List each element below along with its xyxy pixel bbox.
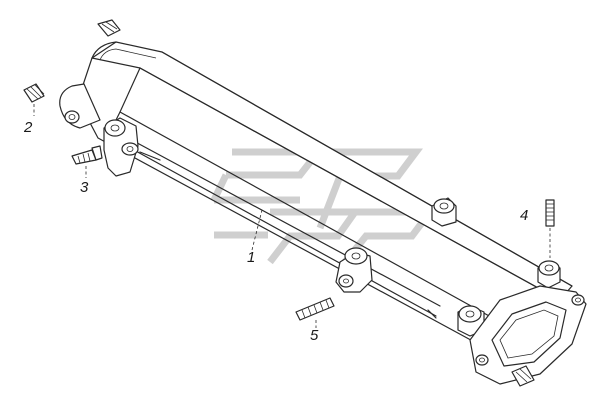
part-3-bolt [71, 145, 103, 178]
leader-1 [251, 209, 263, 251]
bottom-stud [511, 365, 535, 387]
callout-2: 2 [23, 119, 33, 136]
middle-clamp [335, 247, 373, 293]
outlet-flange [469, 285, 587, 385]
part-5-stud [295, 297, 335, 328]
manifold-body [59, 41, 573, 371]
part-2-stud [23, 83, 45, 116]
callout-1: 1 [247, 249, 255, 266]
left-clamp [103, 117, 139, 177]
lower-boss [457, 305, 485, 337]
part-4-stud [545, 199, 555, 258]
middle-boss [431, 197, 457, 227]
callout-5: 5 [310, 327, 319, 344]
top-stud [97, 19, 121, 37]
right-boss [537, 260, 561, 289]
callout-3: 3 [80, 179, 89, 196]
callout-4: 4 [520, 207, 528, 224]
